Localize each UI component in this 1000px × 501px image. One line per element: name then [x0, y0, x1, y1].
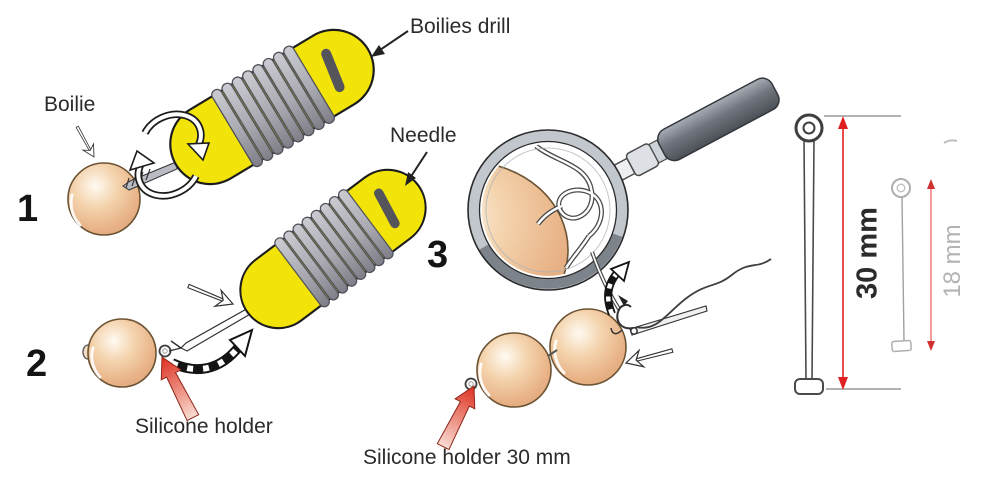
pin-30mm-illustration	[794, 113, 901, 395]
rotation-arrows-icon	[128, 110, 211, 200]
silicone-holder-30-label: Silicone holder 30 mm	[363, 446, 571, 469]
hair-line-under-lens	[590, 251, 621, 311]
measure-30mm-arrow	[838, 116, 848, 390]
measure-18mm-arrow	[927, 179, 935, 351]
boilies-drill-label-arrow	[371, 30, 409, 57]
pin-18mm-illustration	[891, 139, 958, 353]
silicone-holder-label: Silicone holder	[135, 415, 273, 438]
magnifier-handle	[604, 77, 780, 186]
fishing-line	[635, 258, 772, 329]
hair-rig-knot	[534, 144, 604, 270]
step3-number: 3	[427, 234, 449, 276]
magnifier-lens	[467, 129, 629, 291]
step2-number: 2	[26, 343, 48, 385]
boilie-label: Boilie	[44, 93, 96, 116]
needle-label-arrow	[405, 151, 428, 186]
twist-motion-arrow-icon	[169, 328, 254, 375]
push-direction-arrow-icon	[184, 278, 237, 313]
step3-latch-needle	[610, 258, 772, 336]
step1-boilies-drill	[152, 10, 392, 204]
boilies-drill-label: Boilies drill	[410, 15, 511, 38]
measure-30mm-label: 30 mm	[851, 207, 884, 299]
step2-boilie	[82, 318, 157, 388]
step1-number: 1	[17, 188, 39, 230]
step1-boilie	[67, 162, 141, 236]
pull-motion-arrow-icon	[604, 260, 631, 316]
needle-label: Needle	[390, 124, 457, 147]
measure-18mm-label: 18 mm	[939, 224, 966, 298]
boilie-label-arrow-icon	[70, 123, 100, 161]
step3-boilie-pair	[476, 308, 627, 408]
pull-direction-arrow-icon	[623, 340, 676, 372]
step2-silicone-ring	[158, 344, 172, 358]
silicone-holder-30-pointer-arrow	[432, 380, 485, 453]
